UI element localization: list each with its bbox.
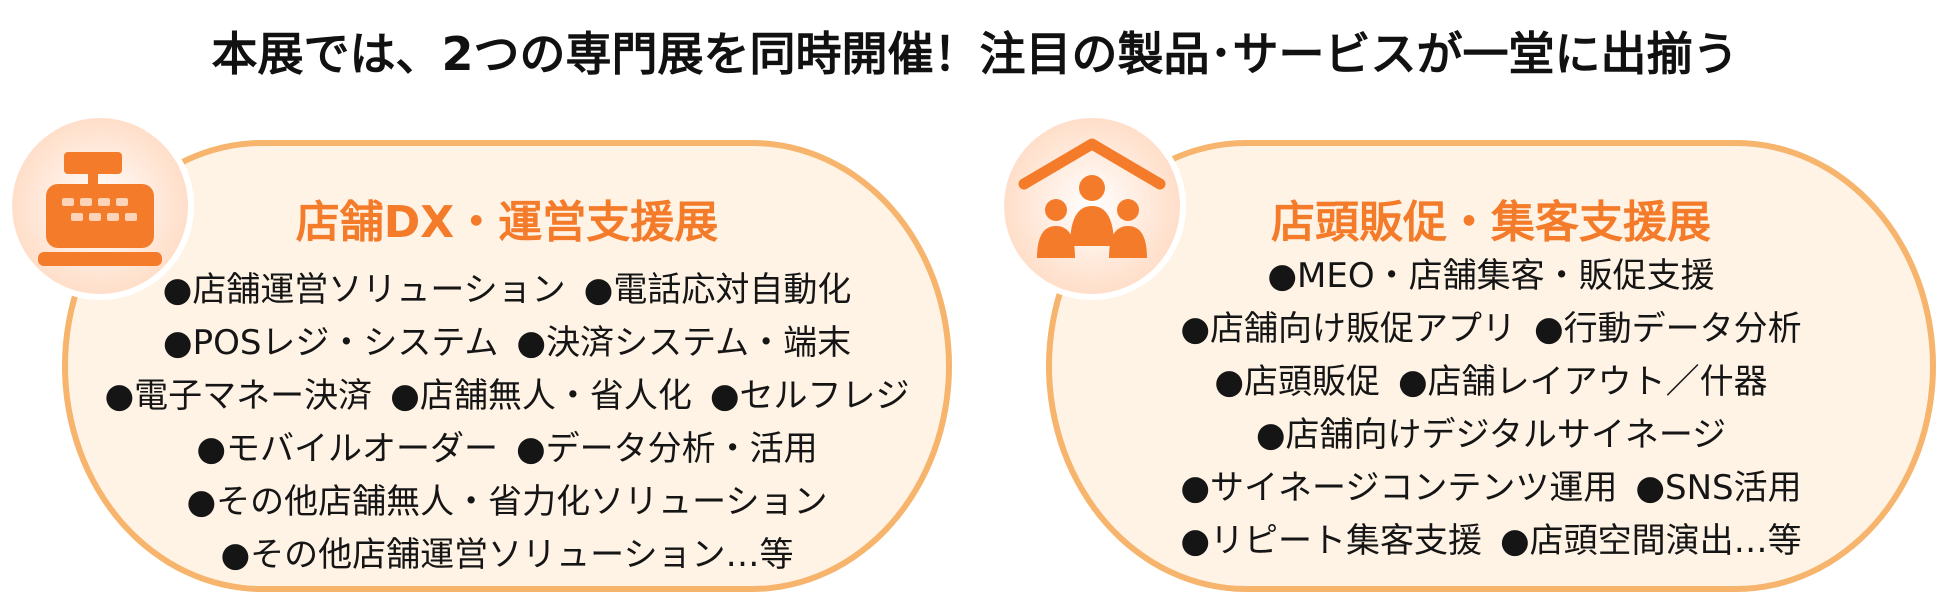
exhibition-title: 店頭販促・集客支援展 — [1271, 197, 1711, 248]
category-item: ●店舗無人・省人化 — [390, 376, 692, 416]
category-line: ●店頭販促 ●店舗レイアウト／什器 — [1052, 356, 1930, 409]
category-line: ●サイネージコンテンツ運用 ●SNS活用 — [1052, 462, 1930, 515]
exhibition-card-store-dx: 店舗DX・運営支援展 ●店舗運営ソリューション ●電話応対自動化 ●POSレジ・シ… — [62, 140, 952, 592]
cash-register-badge — [12, 118, 188, 294]
exhibit-category-list: ●MEO・店舗集客・販促支援 ●店舗向け販促アプリ●行動データ分析 ●店頭販促●… — [1052, 250, 1930, 568]
page-headline: 本展では、2つの専門展を同時開催！注目の製品･サービスが一堂に出揃う — [211, 27, 1739, 81]
exhibit-category-list: ●店舗運営ソリューション ●電話応対自動化 ●POSレジ・システム ●決済システム・… — [68, 264, 946, 582]
category-item: ●データ分析・活用 — [516, 429, 818, 469]
category-line: ●MEO・店舗集客・販促支援 — [1052, 250, 1930, 303]
customers-under-roof-icon — [1018, 138, 1166, 258]
category-item: ●行動データ分析 — [1534, 309, 1802, 349]
category-item: ●電話応対自動化 — [583, 270, 852, 310]
category-item: ●モバイルオーダー — [196, 429, 498, 469]
category-item: ●リピート集客支援 — [1180, 521, 1482, 561]
category-item: ●電子マネー決済 — [104, 376, 373, 416]
category-item: ●店頭空間演出…等 — [1500, 521, 1802, 561]
category-item: ●店舗向け販促アプリ — [1180, 309, 1516, 349]
category-line: ●その他店舗運営ソリューション…等 — [68, 529, 946, 582]
category-item: ●SNS活用 — [1635, 468, 1802, 508]
category-item: ●POSレジ・システム — [162, 323, 499, 363]
category-item: ●その他店舗運営ソリューション…等 — [220, 535, 794, 575]
category-item: ●MEO・店舗集客・販促支援 — [1267, 256, 1715, 296]
category-line: ●リピート集客支援 ●店頭空間演出…等 — [1052, 515, 1930, 568]
category-item: ●店舗運営ソリューション — [162, 270, 566, 310]
category-line: ●店舗向けデジタルサイネージ — [1052, 409, 1930, 462]
category-line: ●その他店舗無人・省力化ソリューション — [68, 476, 946, 529]
category-line: ●モバイルオーダー ●データ分析・活用 — [68, 423, 946, 476]
category-item: ●店舗レイアウト／什器 — [1398, 362, 1768, 402]
customers-badge — [1004, 118, 1180, 294]
category-item: ●店頭販促 — [1214, 362, 1380, 402]
category-line: ●店舗運営ソリューション ●電話応対自動化 — [68, 264, 946, 317]
exhibition-title: 店舗DX・運営支援展 — [295, 197, 719, 248]
exhibition-card-storefront-promotion: 店頭販促・集客支援展 ●MEO・店舗集客・販促支援 ●店舗向け販促アプリ ●行動デ… — [1046, 140, 1936, 592]
category-item: ●店舗向けデジタルサイネージ — [1255, 415, 1727, 455]
category-line: ●POSレジ・システム ●決済システム・端末 — [68, 317, 946, 370]
category-line: ●電子マネー決済 ●店舗無人・省人化 ●セルフレジ — [68, 370, 946, 423]
category-item: ●サイネージコンテンツ運用 — [1180, 468, 1618, 508]
cash-register-icon — [38, 152, 162, 266]
category-line: ●店舗向け販促アプリ ●行動データ分析 — [1052, 303, 1930, 356]
category-item: ●決済システム・端末 — [516, 323, 852, 363]
category-item: ●その他店舗無人・省力化ソリューション — [186, 482, 828, 522]
category-item: ●セルフレジ — [709, 376, 910, 416]
